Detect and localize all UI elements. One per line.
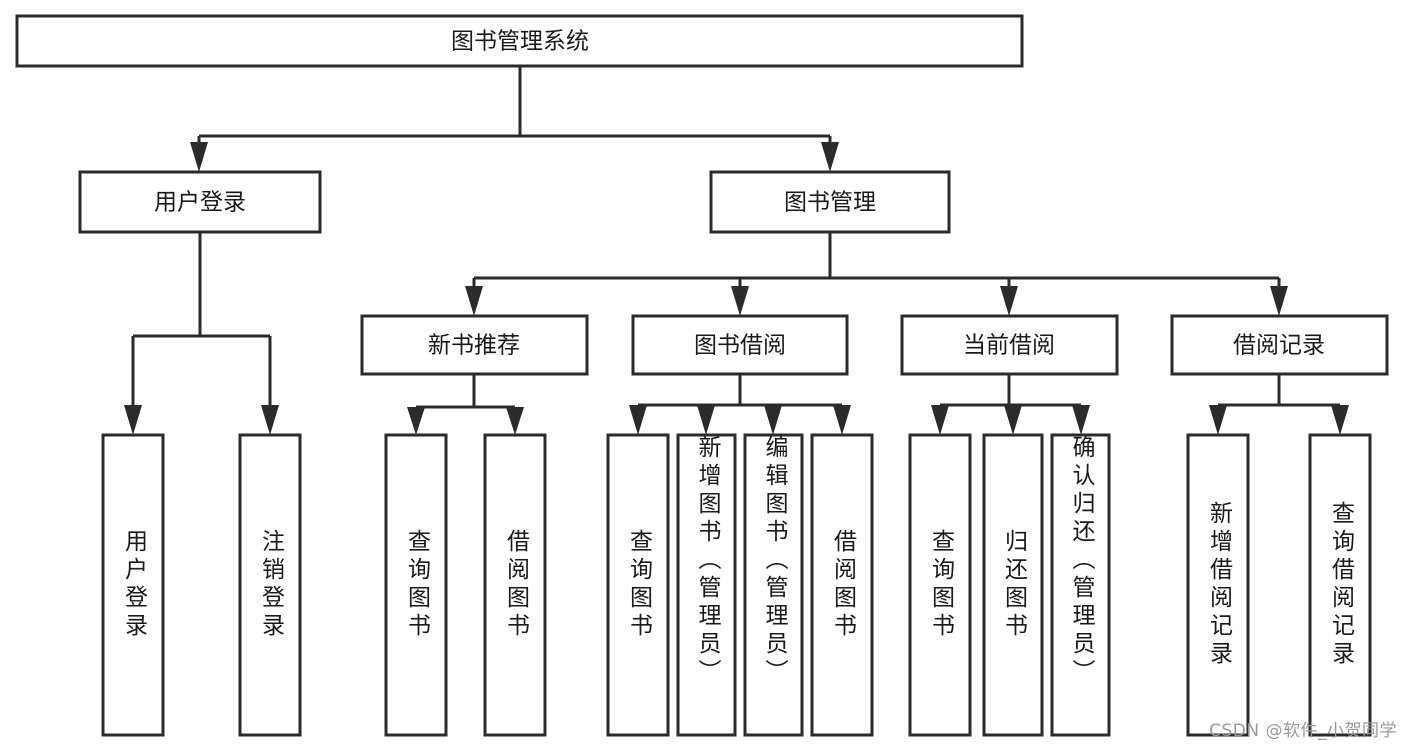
leaf-box-user-login[interactable]	[101, 433, 165, 737]
arrow-borrow-to-leaf3-icon	[764, 405, 782, 435]
node-book-borrow[interactable]: 图书借阅	[631, 314, 849, 376]
node-borrow-record-label: 借阅记录	[1233, 333, 1325, 359]
arrow-record-to-leaf2-icon	[1331, 405, 1349, 435]
arrow-bookmgmt-to-records-icon	[1270, 286, 1288, 316]
leaf-box-query-borrow-record[interactable]	[1308, 433, 1372, 737]
arrow-bookmgmt-to-borrow-icon	[731, 286, 749, 316]
node-borrow-record[interactable]: 借阅记录	[1170, 314, 1389, 376]
node-root[interactable]: 图书管理系统	[15, 14, 1024, 68]
arrow-userlogin-to-leaf2-icon	[261, 405, 279, 435]
node-borrow-record-box[interactable]	[1170, 314, 1389, 376]
leaf-box-borrow-book[interactable]	[810, 433, 874, 737]
node-current-borrow-label: 当前借阅	[963, 333, 1055, 359]
leaf-box-logout[interactable]	[238, 433, 302, 737]
leaf-box-return-book[interactable]	[982, 433, 1044, 737]
arrow-borrow-to-leaf1-icon	[629, 405, 647, 435]
arrow-newbook-to-leaf1-icon	[407, 407, 425, 435]
arrow-root-to-user-login-icon	[190, 142, 208, 172]
node-user-login-label: 用户登录	[154, 190, 246, 216]
node-user-login-box[interactable]	[78, 170, 322, 234]
leaf-boxes	[101, 433, 1372, 737]
edge-group-current-borrow	[931, 374, 1090, 435]
arrow-userlogin-to-leaf1-icon	[124, 405, 142, 435]
node-current-borrow-box[interactable]	[900, 314, 1119, 376]
node-book-management[interactable]: 图书管理	[709, 170, 951, 234]
node-book-borrow-label: 图书借阅	[694, 333, 786, 359]
edge-group-borrow	[629, 374, 851, 435]
edge-group-new-book	[407, 374, 524, 435]
watermark: CSDN @软件_小贺同学	[1209, 721, 1397, 741]
leaf-box-edit-book-admin[interactable]	[743, 433, 804, 737]
arrow-current-to-leaf3-icon	[1072, 405, 1090, 435]
edge-group-borrow-record	[1209, 374, 1349, 435]
arrow-borrow-to-leaf2-icon	[697, 405, 715, 435]
node-root-box[interactable]	[15, 14, 1024, 68]
arrow-bookmgmt-to-current-icon	[1000, 286, 1018, 316]
arrow-root-to-book-mgmt-icon	[821, 142, 839, 172]
arrow-record-to-leaf1-icon	[1209, 405, 1227, 435]
edge-group-root	[190, 66, 839, 172]
node-root-label: 图书管理系统	[451, 29, 589, 55]
node-book-management-box[interactable]	[709, 170, 951, 234]
leaf-box-query-book-current[interactable]	[908, 433, 972, 737]
node-user-login[interactable]: 用户登录	[78, 170, 322, 234]
leaf-box-query-book-new[interactable]	[384, 433, 448, 737]
node-book-borrow-box[interactable]	[631, 314, 849, 376]
leaf-box-add-book-admin[interactable]	[676, 433, 737, 737]
node-book-management-label: 图书管理	[784, 190, 876, 216]
arrow-newbook-to-leaf2-icon	[506, 407, 524, 435]
node-new-book-recommend-label: 新书推荐	[428, 333, 520, 359]
arrow-current-to-leaf2-icon	[1004, 405, 1022, 435]
edge-group-user-login	[124, 232, 279, 435]
node-current-borrow[interactable]: 当前借阅	[900, 314, 1119, 376]
leaf-box-query-book-borrow[interactable]	[606, 433, 670, 737]
arrow-borrow-to-leaf4-icon	[833, 405, 851, 435]
leaf-box-confirm-return-admin[interactable]	[1050, 433, 1111, 737]
arrow-bookmgmt-to-newbook-icon	[465, 286, 483, 316]
node-new-book-recommend-box[interactable]	[360, 314, 589, 376]
node-new-book-recommend[interactable]: 新书推荐	[360, 314, 589, 376]
arrow-current-to-leaf1-icon	[931, 405, 949, 435]
leaf-box-borrow-book-new[interactable]	[483, 433, 547, 737]
leaf-box-add-borrow-record[interactable]	[1186, 433, 1250, 737]
edge-group-book-mgmt	[465, 232, 1288, 316]
